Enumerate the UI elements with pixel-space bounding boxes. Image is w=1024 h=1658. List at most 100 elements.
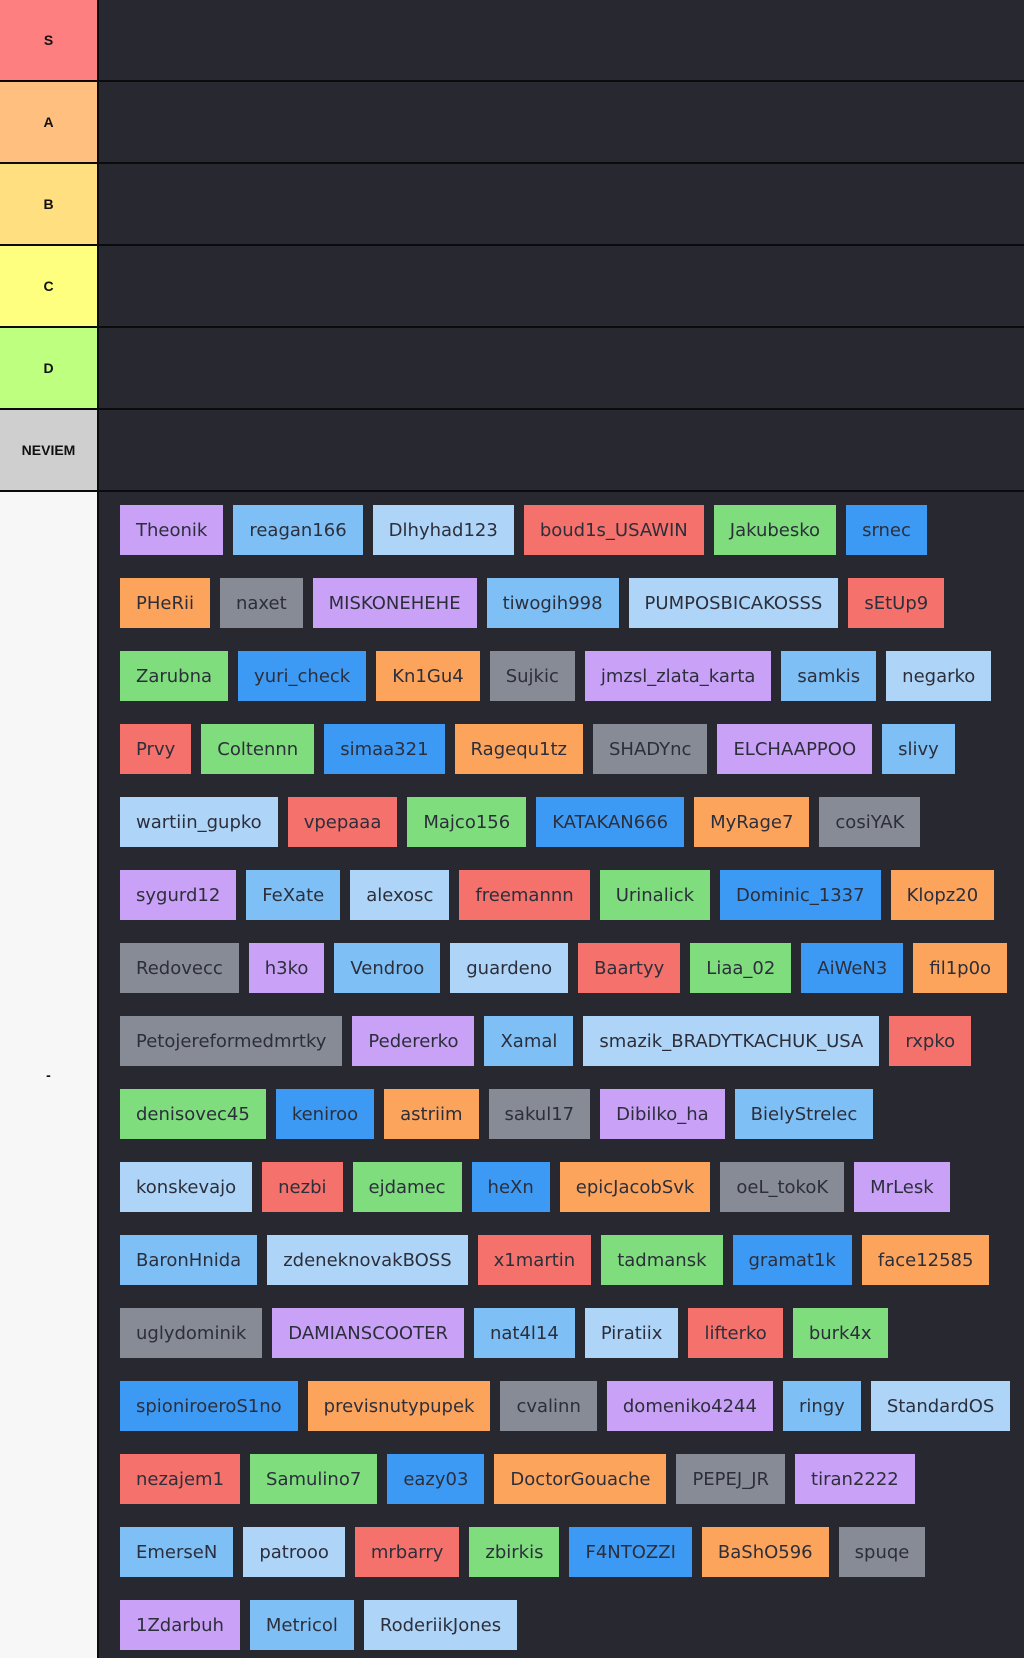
tier-item[interactable]: nat4l14	[473, 1308, 575, 1358]
tier-item[interactable]: 1Zdarbuh	[120, 1600, 240, 1650]
tier-item[interactable]: uglydominik	[120, 1308, 263, 1358]
tier-item[interactable]: vpepaaa	[287, 797, 398, 847]
tier-drop-zone-neviem[interactable]	[99, 410, 1024, 490]
tier-item[interactable]: tiwogih998	[486, 578, 619, 628]
tier-item[interactable]: Dibilko_ha	[600, 1089, 725, 1139]
tier-item[interactable]: cvalinn	[500, 1381, 597, 1431]
tier-item[interactable]: nezbi	[262, 1162, 343, 1212]
tier-item[interactable]: domeniko4244	[606, 1381, 773, 1431]
tier-item[interactable]: RoderiikJones	[363, 1600, 518, 1650]
tier-item[interactable]: epicJacobSvk	[559, 1162, 711, 1212]
tier-item[interactable]: h3ko	[248, 943, 325, 993]
tier-label-unranked[interactable]: -	[0, 492, 99, 1658]
tier-item[interactable]: face12585	[861, 1235, 990, 1285]
tier-item[interactable]: Xamal	[484, 1016, 574, 1066]
tier-drop-zone-s[interactable]	[99, 0, 1024, 80]
tier-drop-zone-a[interactable]	[99, 82, 1024, 162]
tier-item[interactable]: Theonik	[120, 505, 224, 555]
tier-item[interactable]: Pedererko	[352, 1016, 475, 1066]
tier-item[interactable]: wartiin_gupko	[120, 797, 278, 847]
tier-item[interactable]: ringy	[782, 1381, 861, 1431]
tier-item[interactable]: rxpko	[889, 1016, 972, 1066]
tier-label-d[interactable]: D	[0, 328, 99, 408]
tier-item[interactable]: alexosc	[350, 870, 450, 920]
tier-item[interactable]: eazy03	[387, 1454, 485, 1504]
tier-item[interactable]: patrooo	[243, 1527, 345, 1577]
tier-item[interactable]: SHADYnc	[592, 724, 708, 774]
tier-item[interactable]: Kn1Gu4	[376, 651, 480, 701]
tier-item[interactable]: Sujkic	[489, 651, 575, 701]
tier-item[interactable]: sEtUp9	[848, 578, 945, 628]
tier-label-a[interactable]: A	[0, 82, 99, 162]
tier-item[interactable]: boud1s_USAWIN	[523, 505, 704, 555]
tier-item[interactable]: Ragequ1tz	[454, 724, 583, 774]
tier-item[interactable]: sygurd12	[120, 870, 237, 920]
tier-item[interactable]: Baartyy	[578, 943, 681, 993]
tier-item[interactable]: Zarubna	[120, 651, 229, 701]
tier-item[interactable]: nezajem1	[120, 1454, 241, 1504]
tier-item[interactable]: Metricol	[249, 1600, 354, 1650]
tier-item[interactable]: mrbarry	[354, 1527, 460, 1577]
tier-item[interactable]: guardeno	[450, 943, 569, 993]
tier-item[interactable]: lifterko	[688, 1308, 783, 1358]
tier-item[interactable]: BaShO596	[701, 1527, 829, 1577]
tier-item[interactable]: gramat1k	[732, 1235, 852, 1285]
tier-item[interactable]: Dominic_1337	[720, 870, 881, 920]
tier-item[interactable]: tadmansk	[601, 1235, 723, 1285]
tier-item[interactable]: KATAKAN666	[536, 797, 685, 847]
tier-item[interactable]: PHeRii	[120, 578, 210, 628]
tier-item[interactable]: Klopz20	[890, 870, 995, 920]
tier-item[interactable]: oeL_tokoK	[720, 1162, 845, 1212]
tier-item[interactable]: ELCHAAPPOO	[717, 724, 873, 774]
tier-item[interactable]: keniroo	[275, 1089, 375, 1139]
tier-item[interactable]: naxet	[219, 578, 303, 628]
tier-item[interactable]: heXn	[471, 1162, 550, 1212]
tier-item[interactable]: reagan166	[233, 505, 363, 555]
tier-item[interactable]: fil1p0o	[913, 943, 1008, 993]
tier-item[interactable]: zdeneknovakBOSS	[267, 1235, 468, 1285]
tier-item[interactable]: tiran2222	[795, 1454, 915, 1504]
tier-item[interactable]: freemannn	[459, 870, 590, 920]
tier-item[interactable]: Majco156	[407, 797, 527, 847]
tier-item[interactable]: x1martin	[477, 1235, 592, 1285]
tier-drop-zone-c[interactable]	[99, 246, 1024, 326]
tier-item[interactable]: simaa321	[324, 724, 445, 774]
tier-drop-zone-d[interactable]	[99, 328, 1024, 408]
tier-item[interactable]: zbirkis	[469, 1527, 560, 1577]
tier-item[interactable]: slivy	[882, 724, 955, 774]
tier-label-s[interactable]: S	[0, 0, 99, 80]
tier-item[interactable]: Samulino7	[250, 1454, 378, 1504]
tier-item[interactable]: Urinalick	[599, 870, 711, 920]
tier-item[interactable]: DoctorGouache	[494, 1454, 667, 1504]
tier-item[interactable]: Liaa_02	[690, 943, 792, 993]
tier-item[interactable]: negarko	[886, 651, 992, 701]
tier-drop-zone-b[interactable]	[99, 164, 1024, 244]
tier-item[interactable]: MrLesk	[854, 1162, 950, 1212]
tier-item[interactable]: samkis	[781, 651, 877, 701]
tier-item[interactable]: srnec	[846, 505, 927, 555]
tier-label-c[interactable]: C	[0, 246, 99, 326]
tier-item[interactable]: Vendroo	[334, 943, 441, 993]
tier-item[interactable]: BaronHnida	[120, 1235, 258, 1285]
tier-item[interactable]: Piratiix	[584, 1308, 679, 1358]
tier-item[interactable]: EmerseN	[120, 1527, 234, 1577]
tier-item[interactable]: spuqe	[838, 1527, 926, 1577]
tier-item[interactable]: Coltennn	[201, 724, 315, 774]
tier-item[interactable]: jmzsl_zlata_karta	[584, 651, 772, 701]
tier-item[interactable]: astriim	[384, 1089, 479, 1139]
tier-item[interactable]: burk4x	[792, 1308, 888, 1358]
tier-item[interactable]: yuri_check	[238, 651, 367, 701]
tier-item[interactable]: FeXate	[246, 870, 341, 920]
tier-item[interactable]: cosiYAK	[819, 797, 921, 847]
tier-item[interactable]: ejdamec	[352, 1162, 462, 1212]
tier-item[interactable]: previsnutypupek	[307, 1381, 491, 1431]
tier-item[interactable]: Prvy	[120, 724, 192, 774]
tier-item[interactable]: PUMPOSBICAKOSSS	[628, 578, 839, 628]
tier-item[interactable]: konskevajo	[120, 1162, 253, 1212]
tier-item[interactable]: smazik_BRADYTKACHUK_USA	[583, 1016, 880, 1066]
tier-item[interactable]: Dlhyhad123	[372, 505, 514, 555]
tier-item[interactable]: MyRage7	[694, 797, 810, 847]
tier-item[interactable]: AiWeN3	[801, 943, 904, 993]
tier-item[interactable]: denisovec45	[120, 1089, 266, 1139]
